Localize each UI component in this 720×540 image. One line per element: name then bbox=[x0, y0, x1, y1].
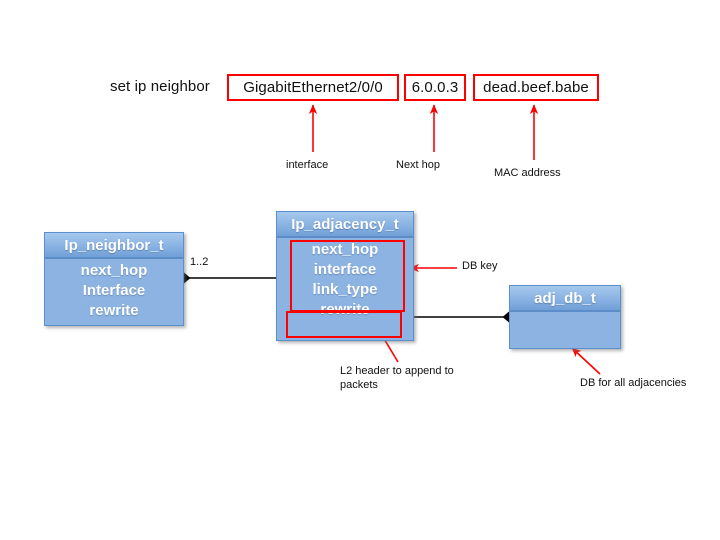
attribute-row: rewrite bbox=[320, 301, 370, 318]
entity-attributes-ip-neighbor-t: next_hop Interface rewrite bbox=[45, 259, 183, 325]
entity-title-ip-adjacency-t: Ip_adjacency_t bbox=[277, 212, 413, 238]
multiplicity-label: 1..2 bbox=[190, 256, 209, 268]
entity-title-adj-db-t: adj_db_t bbox=[510, 286, 620, 312]
annotation-label-interface: interface bbox=[286, 159, 329, 171]
annotation-label-mac-address: MAC address bbox=[494, 167, 561, 179]
entity-attributes-ip-adjacency-t: next_hop interface link_type rewrite bbox=[277, 238, 413, 340]
command-label: set ip neighbor bbox=[110, 78, 210, 95]
entity-adj-db-t[interactable]: adj_db_t bbox=[509, 285, 621, 349]
command-token-next-hop: 6.0.0.3 bbox=[404, 74, 466, 101]
callout-db-all-adjacencies: DB for all adjacencies bbox=[580, 377, 687, 389]
callout-db-key: DB key bbox=[462, 260, 498, 272]
entity-ip-neighbor-t[interactable]: Ip_neighbor_t next_hop Interface rewrite bbox=[44, 232, 184, 326]
entity-attributes-adj-db-t bbox=[510, 312, 620, 348]
highlight-box-rewrite bbox=[286, 311, 402, 338]
arrow-db-all-adjacencies bbox=[571, 347, 601, 375]
attribute-row: next_hop bbox=[311, 241, 379, 258]
callout-l2-header: L2 header to append to packets bbox=[340, 365, 454, 391]
entity-ip-adjacency-t[interactable]: Ip_adjacency_t next_hop interface link_t… bbox=[276, 211, 414, 341]
attribute-row: link_type bbox=[312, 281, 378, 298]
annotation-label-next-hop: Next hop bbox=[396, 159, 441, 171]
command-token-interface: GigabitEthernet2/0/0 bbox=[227, 74, 399, 101]
attribute-row: rewrite bbox=[89, 302, 139, 319]
attribute-row: interface bbox=[313, 261, 377, 278]
entity-title-ip-neighbor-t: Ip_neighbor_t bbox=[45, 233, 183, 259]
highlight-box-db-key bbox=[290, 240, 405, 312]
attribute-row: next_hop bbox=[80, 262, 148, 279]
command-token-mac-address: dead.beef.babe bbox=[473, 74, 599, 101]
attribute-row: Interface bbox=[82, 282, 146, 299]
